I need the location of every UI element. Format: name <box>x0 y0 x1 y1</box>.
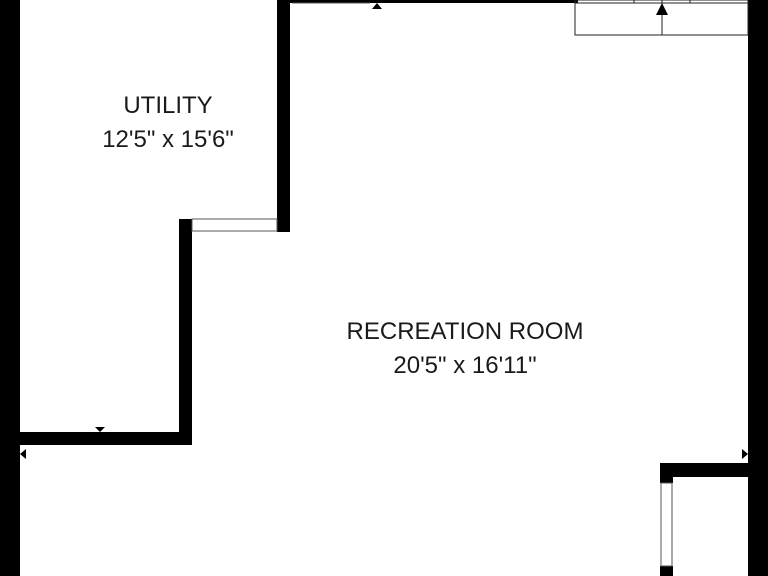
closet-doorway <box>660 482 673 567</box>
door-marker-left-icon <box>20 449 26 459</box>
wall-closet-left-upper <box>660 463 673 483</box>
wall-inner-vertical <box>179 219 192 445</box>
wall-right-outer <box>748 0 768 576</box>
recreation-room-name: RECREATION ROOM <box>347 318 584 345</box>
wall-closet-top <box>660 463 750 477</box>
utility-room-name: UTILITY <box>123 92 212 119</box>
recreation-room-dimensions: 20'5" x 16'11" <box>393 352 536 379</box>
utility-doorway <box>191 218 278 232</box>
door-marker-right-icon <box>742 449 748 459</box>
utility-room-dimensions: 12'5" x 15'6" <box>102 126 234 153</box>
door-openings <box>191 2 673 567</box>
wall-utility-right <box>277 0 290 232</box>
door-marker-top-icon <box>372 3 382 9</box>
wall-utility-bottom <box>18 432 192 445</box>
wall-top-segment <box>290 0 578 3</box>
wall-left-outer <box>0 0 20 576</box>
door-markers <box>20 3 748 459</box>
door-marker-utility-icon <box>95 427 105 432</box>
wall-closet-left-lower <box>660 566 673 576</box>
stair-up-arrow-icon <box>656 3 668 15</box>
